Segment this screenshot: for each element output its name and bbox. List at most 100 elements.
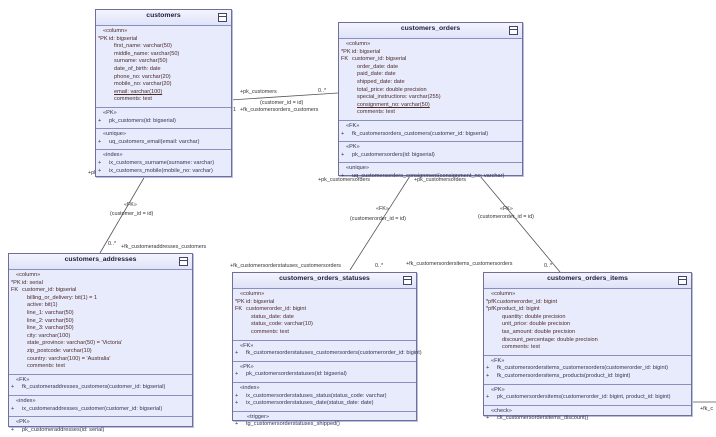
operation-row[interactable]: «FK» <box>339 123 522 131</box>
column-row[interactable]: country: varchar(100) = 'Australia' <box>9 356 192 364</box>
operation-row[interactable]: «index» <box>96 152 231 160</box>
column-row[interactable]: order_date: date <box>339 64 522 72</box>
column-row[interactable]: surname: varchar(50) <box>96 58 231 66</box>
operation-row[interactable]: +ix_customersorderstatuses_date(status_d… <box>233 400 416 408</box>
operation-row[interactable]: +pk_customersorders(id: bigserial) <box>339 152 522 160</box>
operation-row[interactable]: «index» <box>9 398 192 406</box>
column-row[interactable]: «column» <box>96 28 231 36</box>
relation-line-orders-items <box>479 175 561 273</box>
column-row[interactable]: line_2: varchar(50) <box>9 318 192 326</box>
operation-row[interactable]: «PK» <box>9 419 192 427</box>
member-text: product_id: bigint <box>497 306 540 313</box>
operation-row[interactable]: +fk_customersordersitems_products(produc… <box>484 373 691 381</box>
operation-row[interactable]: +uq_customers_email(email: varchar) <box>96 139 231 147</box>
operation-row[interactable]: +fk_customersorders_customers(customer_i… <box>339 131 522 139</box>
column-row[interactable]: comments: text <box>339 109 522 117</box>
operation-row[interactable]: +fk_customersordersitems_customersorders… <box>484 365 691 373</box>
column-row[interactable]: total_price: double precision <box>339 87 522 95</box>
operation-row[interactable]: +pk_customeraddresses(id: serial) <box>9 427 192 435</box>
stereotype-label: «index» <box>103 152 123 159</box>
column-row[interactable]: comments: text <box>233 329 416 337</box>
column-row[interactable]: «column» <box>484 291 691 299</box>
column-row[interactable]: special_instructions: varchar(255) <box>339 94 522 102</box>
column-row[interactable]: city: varchar(100) <box>9 333 192 341</box>
column-row[interactable]: paid_date: date <box>339 71 522 79</box>
column-row[interactable]: email: varchar(100) <box>96 89 231 97</box>
column-row[interactable]: phone_no: varchar(20) <box>96 74 231 82</box>
column-row[interactable]: «column» <box>339 41 522 49</box>
operation-row[interactable]: +pk_customers(id: bigserial) <box>96 118 231 126</box>
column-row[interactable]: mobile_no: varchar(20) <box>96 81 231 89</box>
column-row[interactable]: zip_postcode: varchar(10) <box>9 348 192 356</box>
operations-section: «FK»+fk_customersordersitems_customersor… <box>484 356 691 385</box>
column-row[interactable]: comments: text <box>96 96 231 104</box>
member-text: state_province: varchar(50) = 'Victoria' <box>27 340 123 347</box>
column-row[interactable]: state_province: varchar(50) = 'Victoria' <box>9 340 192 348</box>
operation-row[interactable]: +tg_customersorderstatuses_shipped() <box>233 421 416 429</box>
operation-row[interactable]: +fk_customersorderstatuses_customersorde… <box>233 350 422 358</box>
operation-row[interactable]: «trigger» <box>233 414 416 422</box>
rel-parent-role: +pk_customersorders <box>414 177 466 183</box>
operation-row[interactable]: «check» <box>484 408 691 416</box>
operation-row[interactable]: «unique» <box>96 131 231 139</box>
operation-row[interactable]: +uq_customersorders_consignment(consignm… <box>339 173 522 181</box>
column-row[interactable]: consignment_no: varchar(50) <box>339 102 522 110</box>
operation-row[interactable]: +pk_customersorderstatuses(id: bigserial… <box>233 371 416 379</box>
column-row[interactable]: shipped_date: date <box>339 79 522 87</box>
column-row[interactable]: status_date: date <box>233 314 416 322</box>
operation-row[interactable]: +pk_customersordersitems(customerorder_i… <box>484 394 691 402</box>
column-row[interactable]: billing_or_delivery: bit(1) = 1 <box>9 295 192 303</box>
operation-row[interactable]: +ix_customeraddresses_customer(customer_… <box>9 406 192 414</box>
operation-row[interactable]: «unique» <box>339 165 522 173</box>
operation-row[interactable]: «PK» <box>96 110 231 118</box>
operation-row[interactable]: «PK» <box>233 364 416 372</box>
member-text: line_3: varchar(50) <box>27 325 74 332</box>
operation-row[interactable]: «FK» <box>9 377 192 385</box>
column-row[interactable]: «column» <box>9 272 192 280</box>
column-row[interactable]: status_code: varchar(10) <box>233 321 416 329</box>
column-row[interactable]: line_1: varchar(50) <box>9 310 192 318</box>
operation-row[interactable]: +ix_customers_mobile(mobile_no: varchar) <box>96 168 231 176</box>
column-row[interactable]: tax_amount: double precision <box>484 329 691 337</box>
column-row[interactable]: middle_name: varchar(50) <box>96 51 231 59</box>
column-row[interactable]: comments: text <box>9 363 192 371</box>
operation-row[interactable]: +ix_customers_surname(surname: varchar) <box>96 160 231 168</box>
operation-row[interactable]: «FK» <box>233 343 416 351</box>
operation-row[interactable]: «index» <box>233 385 416 393</box>
member-text: zip_postcode: varchar(10) <box>27 347 92 354</box>
column-row[interactable]: first_name: varchar(50) <box>96 43 231 51</box>
operation-row[interactable]: «PK» <box>484 387 691 395</box>
column-row[interactable]: discount_percentage: double precision <box>484 337 691 345</box>
member-text: id: bigserial <box>109 35 138 42</box>
stereotype-label: «FK» <box>16 376 30 383</box>
column-row[interactable]: «column» <box>233 291 416 299</box>
column-row[interactable]: date_of_birth: date <box>96 66 231 74</box>
operation-row[interactable]: +fk_customeraddresses_customers(customer… <box>9 384 192 392</box>
operation-row[interactable]: +ix_customersorderstatuses_status(status… <box>233 393 416 401</box>
column-row[interactable]: comments: text <box>484 344 691 352</box>
rel-stereotype: «FK» <box>376 206 389 212</box>
operation-row[interactable]: +ck_customersordersitems_discount() <box>484 415 691 423</box>
column-row[interactable]: line_3: varchar(50) <box>9 325 192 333</box>
stereotype-label: «PK» <box>240 363 254 370</box>
column-row[interactable]: active: bit(1) <box>9 302 192 310</box>
table-header: customers_orders_statuses <box>233 273 416 289</box>
operation-row[interactable]: «PK» <box>339 144 522 152</box>
column-row[interactable]: unit_price: double precision <box>484 321 691 329</box>
column-row[interactable]: quantity: double precision <box>484 314 691 322</box>
operation-row[interactable]: «FK» <box>484 358 691 366</box>
